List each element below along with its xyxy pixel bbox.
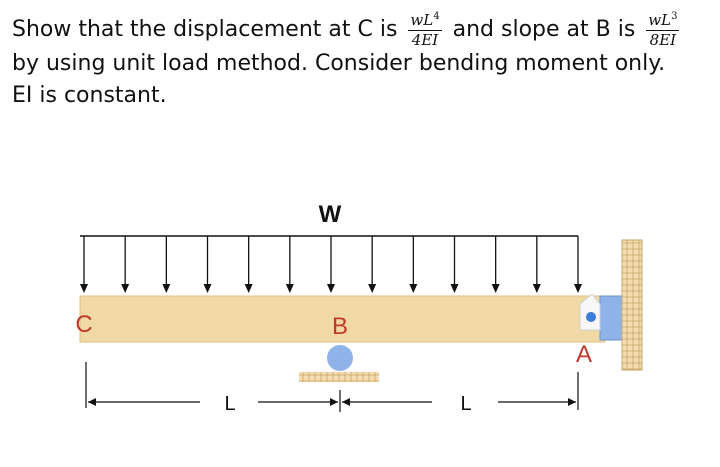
load-arrow-head	[80, 284, 88, 293]
point-b-label: B	[332, 313, 348, 340]
span-left-label: L	[224, 393, 235, 415]
load-arrow-head	[203, 284, 212, 293]
load-arrow-head	[491, 284, 500, 293]
problem-line-1: Show that the displacement at C is wL4 4…	[12, 12, 712, 48]
load-arrow-head	[244, 284, 253, 293]
fraction-slope-denominator: 8EI	[649, 31, 677, 49]
problem-line-3: EI is constant.	[12, 83, 167, 108]
point-a-label: A	[576, 341, 592, 368]
fraction-displacement-denominator: 4EI	[411, 31, 439, 49]
fraction-slope: wL3 8EI	[646, 11, 680, 49]
fraction-displacement: wL4 4EI	[408, 11, 442, 49]
fraction-displacement-numerator: wL4	[408, 11, 442, 31]
roller-ground-hatch	[299, 372, 379, 382]
point-c-label: C	[75, 311, 92, 338]
load-arrow-head	[162, 284, 171, 293]
load-label: W	[319, 201, 342, 228]
beam	[79, 295, 606, 343]
roller-support	[327, 345, 353, 371]
problem-line-2: by using unit load method. Consider bend…	[12, 51, 666, 76]
distributed-load-arrows	[80, 236, 582, 293]
dim-arrow-a	[568, 398, 576, 406]
pin-dot	[586, 312, 596, 322]
wall-hatch	[621, 239, 643, 371]
load-arrow-head	[409, 284, 418, 293]
load-arrow-head	[285, 284, 294, 293]
dim-arrow-c	[88, 398, 96, 406]
load-arrow-head	[532, 284, 541, 293]
load-arrow-head	[121, 284, 130, 293]
load-arrow-head	[574, 284, 582, 293]
fraction-slope-numerator: wL3	[646, 11, 680, 31]
dim-arrow-b-right	[342, 398, 350, 406]
span-right-label: L	[460, 393, 471, 415]
load-arrow-head	[327, 284, 335, 293]
load-arrow-head	[368, 284, 377, 293]
load-arrow-head	[450, 284, 459, 293]
problem-text-2: and slope at B is	[452, 17, 636, 42]
problem-statement: Show that the displacement at C is wL4 4…	[12, 8, 712, 112]
dim-arrow-b-left	[330, 398, 338, 406]
fixed-support-cap	[579, 293, 601, 331]
fixed-support-plate	[599, 295, 623, 341]
problem-text-1: Show that the displacement at C is	[12, 17, 398, 42]
